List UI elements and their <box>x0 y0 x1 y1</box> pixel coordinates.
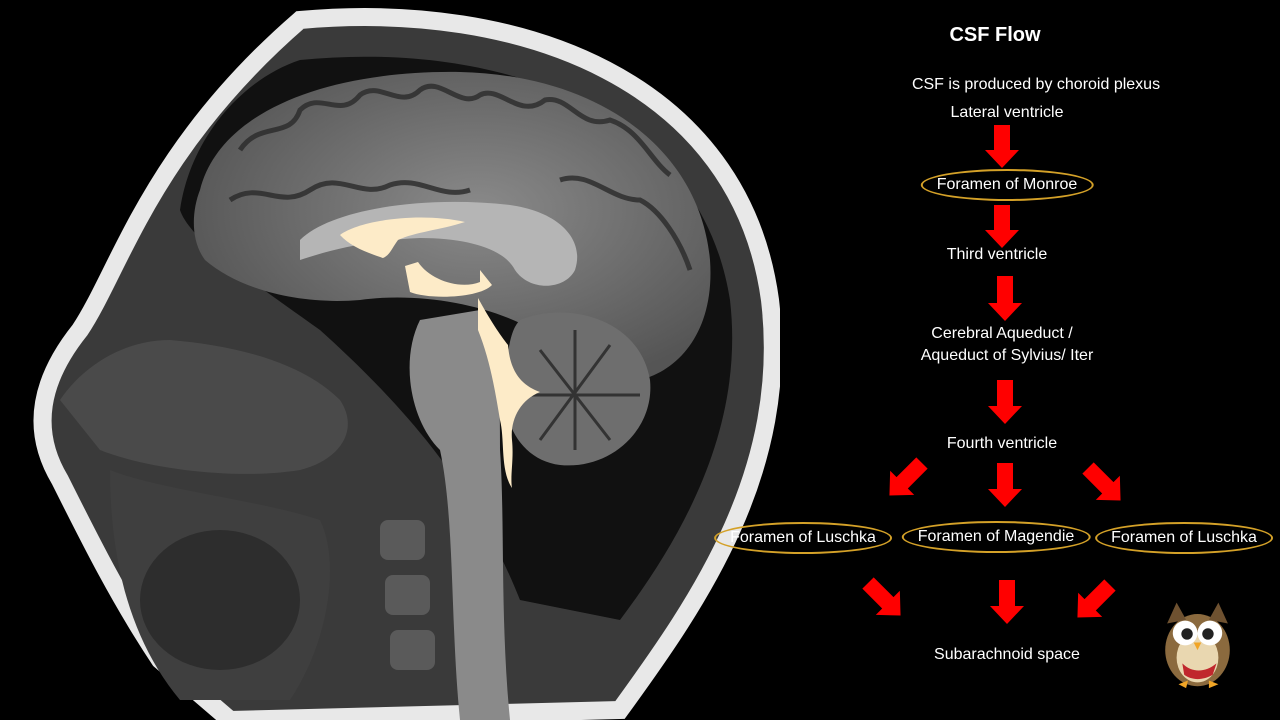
brainstem <box>409 310 510 720</box>
csf-flow-arrows <box>862 125 1121 624</box>
step-aqueduct-line2: Aqueduct of Sylvius/ Iter <box>920 347 1094 364</box>
fourth-ventricle-highlight <box>478 298 540 488</box>
arrow-diag-left-lower <box>862 577 901 616</box>
step-lateral-ventricle: Lateral ventricle <box>950 104 1064 121</box>
step-subarachnoid-space: Subarachnoid space <box>934 646 1080 663</box>
step-foramen-monroe: Foramen of Monroe <box>920 169 1094 201</box>
step-aqueduct-line1: Cerebral Aqueduct / <box>931 325 1073 342</box>
step-fourth-ventricle: Fourth ventricle <box>946 435 1058 452</box>
step-foramen-luschka-right: Foramen of Luschka <box>1095 522 1273 554</box>
lateral-ventricle-highlight <box>340 217 465 258</box>
arrow-down-2 <box>985 205 1019 248</box>
owl-icon <box>1165 602 1230 689</box>
arrow-diag-right-upper <box>1082 462 1121 501</box>
arrow-diag-right-lower <box>1077 579 1116 618</box>
arrow-down-1 <box>985 125 1019 168</box>
diagram-title: CSF Flow <box>949 24 1041 46</box>
step-foramen-luschka-left: Foramen of Luschka <box>714 522 892 554</box>
step-third-ventricle: Third ventricle <box>946 246 1048 263</box>
arrow-down-5 <box>988 463 1022 507</box>
mri-sagittal-brain-image <box>33 8 780 720</box>
arrow-diag-left-upper <box>889 457 928 496</box>
arrow-down-4 <box>988 380 1022 424</box>
step-foramen-magendie: Foramen of Magendie <box>901 521 1091 553</box>
arrow-down-6 <box>990 580 1024 624</box>
arrow-down-3 <box>988 276 1022 321</box>
third-ventricle-highlight <box>405 262 492 297</box>
intro-text: CSF is produced by choroid plexus <box>911 76 1161 93</box>
